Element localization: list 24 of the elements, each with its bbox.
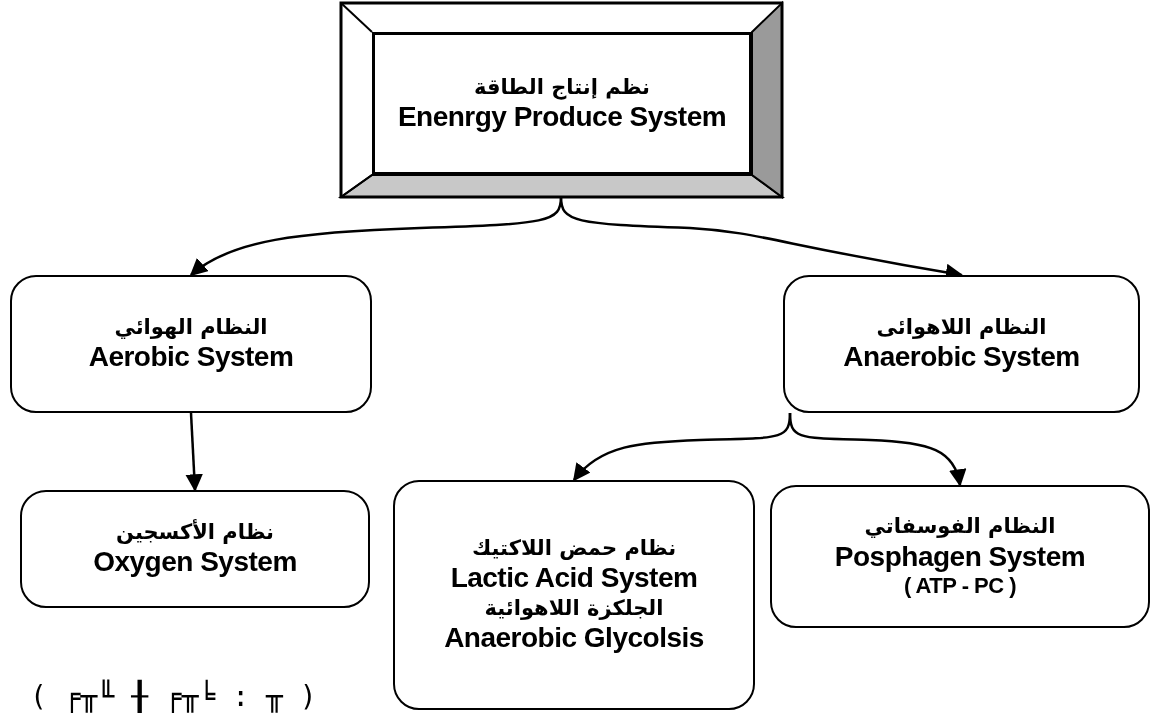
arrow: [185, 412, 203, 492]
note: ( ╒╥╙ ╂ ╒╥╘ : ╥ ): [30, 680, 317, 713]
english-title: ( ATP - PC ): [903, 573, 1017, 600]
arrow: [788, 412, 966, 487]
english-title: Lactic Acid System: [450, 561, 698, 595]
arabic-title: نظام الأكسجين: [116, 519, 274, 546]
title-box: [372, 32, 752, 175]
system-box: [783, 275, 1140, 413]
system-box: [20, 490, 370, 608]
arabic-title: النظام الهوائي: [114, 314, 268, 341]
arabic-title: النظام الفوسفاتي: [864, 513, 1056, 540]
english-title: Anaerobic System: [843, 340, 1080, 374]
english-title: Aerobic System: [88, 340, 294, 374]
system-box: [10, 275, 372, 413]
system-box: [393, 480, 755, 710]
english-title: Enenrgy Produce System: [397, 100, 727, 134]
english-title: Oxygen System: [93, 545, 297, 579]
arabic-title: النظام اللاهوائى: [876, 314, 1047, 341]
arabic-title: نظام حمض اللاكتيك: [471, 535, 676, 562]
arabic-title: نظم إنتاج الطاقة: [474, 73, 650, 100]
english-title: Anaerobic Glycolsis: [444, 621, 704, 655]
english-title: Posphagen System: [834, 539, 1086, 574]
arabic-title: الجلكزة اللاهوائية: [484, 595, 664, 622]
system-box: [770, 485, 1150, 628]
